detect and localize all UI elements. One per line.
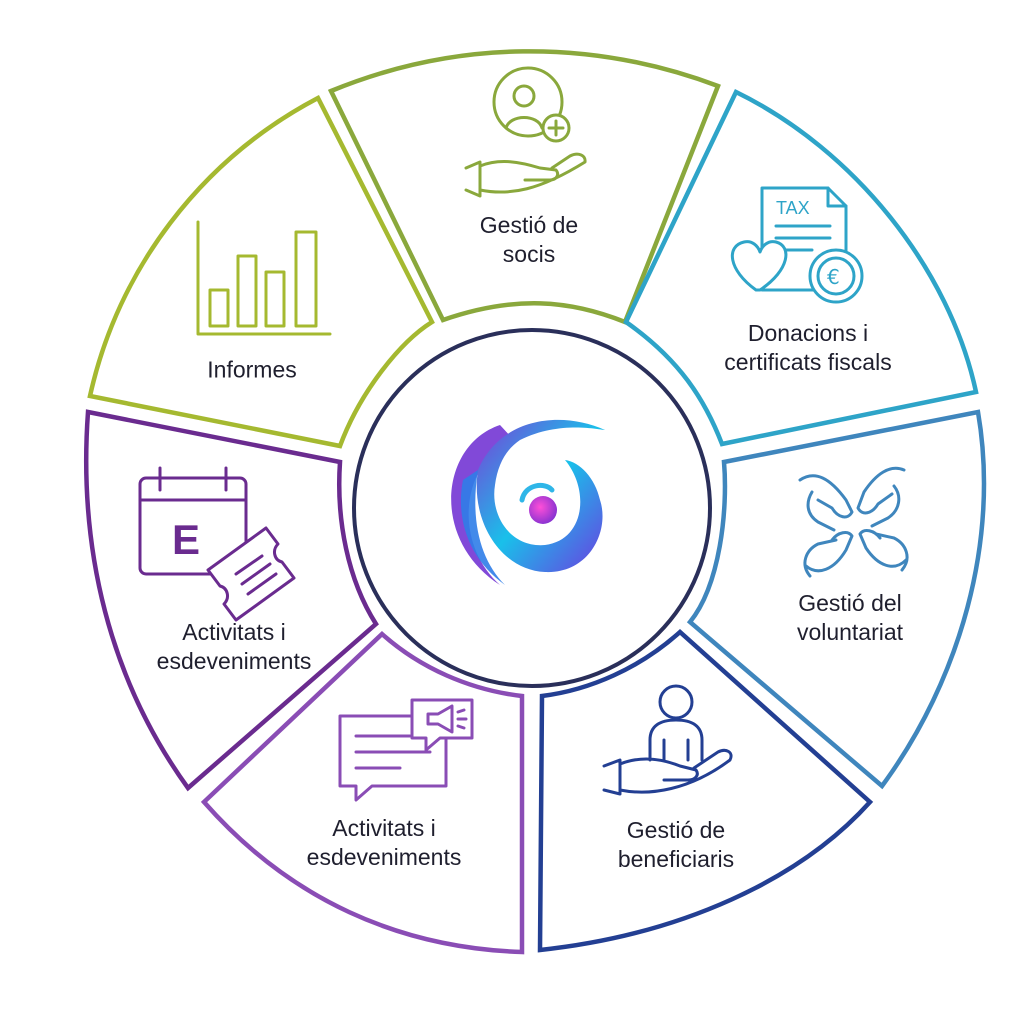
- label-line2: voluntariat: [796, 619, 904, 645]
- hands-together-icon: [798, 466, 909, 578]
- label-line1: Gestió de: [479, 212, 579, 238]
- label-line1: Activitats i: [332, 815, 436, 841]
- label-line1: Gestió del: [798, 590, 902, 616]
- segment-donacions[interactable]: [623, 88, 979, 447]
- calendar-letter: E: [172, 516, 200, 563]
- label-line2: socis: [502, 241, 556, 267]
- swirl-logo: [451, 419, 605, 585]
- label-donacions: Donacions i certificats fiscals: [724, 319, 891, 377]
- bar-chart-icon: [196, 220, 332, 336]
- member-care-icon: [464, 66, 587, 198]
- segment-voluntariat[interactable]: [686, 409, 987, 790]
- label-line2: esdeveniments: [156, 648, 312, 674]
- label-line2: certificats fiscals: [724, 349, 892, 375]
- segment-informes[interactable]: [87, 94, 435, 449]
- label-voluntariat: Gestió del voluntariat: [797, 589, 903, 647]
- label-gestio-socis: Gestió de socis: [480, 211, 578, 269]
- chat-megaphone-icon: [338, 698, 474, 802]
- label-line1: Donacions i: [747, 320, 869, 346]
- tax-label: TAX: [776, 198, 810, 218]
- euro-symbol: €: [827, 265, 840, 289]
- beneficiary-care-icon: [602, 684, 733, 796]
- label-informes: Informes: [207, 356, 296, 385]
- label-line2: beneficiaris: [617, 846, 735, 872]
- label-beneficiaris: Gestió de beneficiaris: [618, 816, 734, 874]
- label-line1: Gestió de: [626, 817, 726, 843]
- label-line1: Informes: [207, 356, 297, 383]
- calendar-ticket-icon: E: [138, 466, 296, 622]
- label-line1: Activitats i: [182, 619, 286, 645]
- segment-gestio-socis[interactable]: [327, 49, 721, 325]
- label-line2: esdeveniments: [306, 844, 462, 870]
- label-comunicacio: Activitats i esdeveniments: [307, 814, 462, 872]
- tax-donation-icon: TAX €: [730, 186, 864, 304]
- label-activitats: Activitats i esdeveniments: [157, 618, 312, 676]
- segment-beneficiaris[interactable]: [537, 628, 874, 953]
